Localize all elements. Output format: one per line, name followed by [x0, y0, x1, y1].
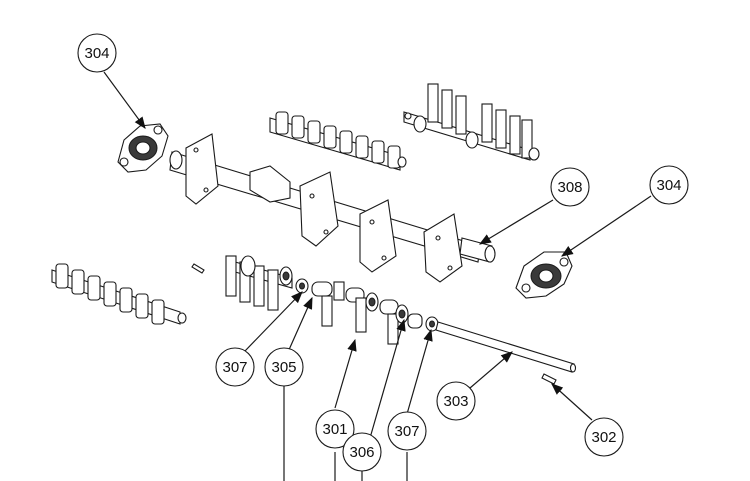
callout-label: 301 — [322, 421, 347, 438]
exploded-rollers-row — [295, 278, 439, 345]
chain-segment-upper-middle — [269, 111, 407, 171]
flange-bearing-right — [515, 251, 573, 299]
callout-304-left: 304 — [77, 33, 117, 73]
callout-label: 302 — [591, 429, 616, 446]
callout-305: 305 — [264, 347, 304, 387]
chain-with-flights-lower — [225, 255, 293, 311]
small-pin-left — [191, 263, 205, 274]
callout-label: 305 — [271, 359, 296, 376]
leader-lines — [103, 71, 652, 481]
small-pin-right — [541, 373, 557, 385]
callout-label: 304 — [656, 177, 681, 194]
callout-label: 306 — [349, 444, 374, 461]
callout-306: 306 — [342, 432, 382, 472]
callout-label: 303 — [443, 393, 468, 410]
callout-301: 301 — [315, 409, 355, 449]
callout-302: 302 — [584, 417, 624, 457]
callout-label: 307 — [222, 359, 247, 376]
callout-label: 307 — [394, 423, 419, 440]
chain-with-flights-upper-right — [403, 83, 540, 161]
callout-303: 303 — [436, 381, 476, 421]
flange-bearing-left — [117, 123, 169, 173]
callout-307-right: 307 — [387, 411, 427, 451]
callout-308: 308 — [550, 167, 590, 207]
chain-segment-lower-left — [51, 263, 187, 325]
callout-307-left: 307 — [215, 347, 255, 387]
callout-label: 308 — [557, 179, 582, 196]
callout-label: 304 — [84, 45, 109, 62]
main-shaft-assembly — [169, 133, 496, 283]
callout-304-right: 304 — [649, 165, 689, 205]
rod — [435, 321, 577, 373]
